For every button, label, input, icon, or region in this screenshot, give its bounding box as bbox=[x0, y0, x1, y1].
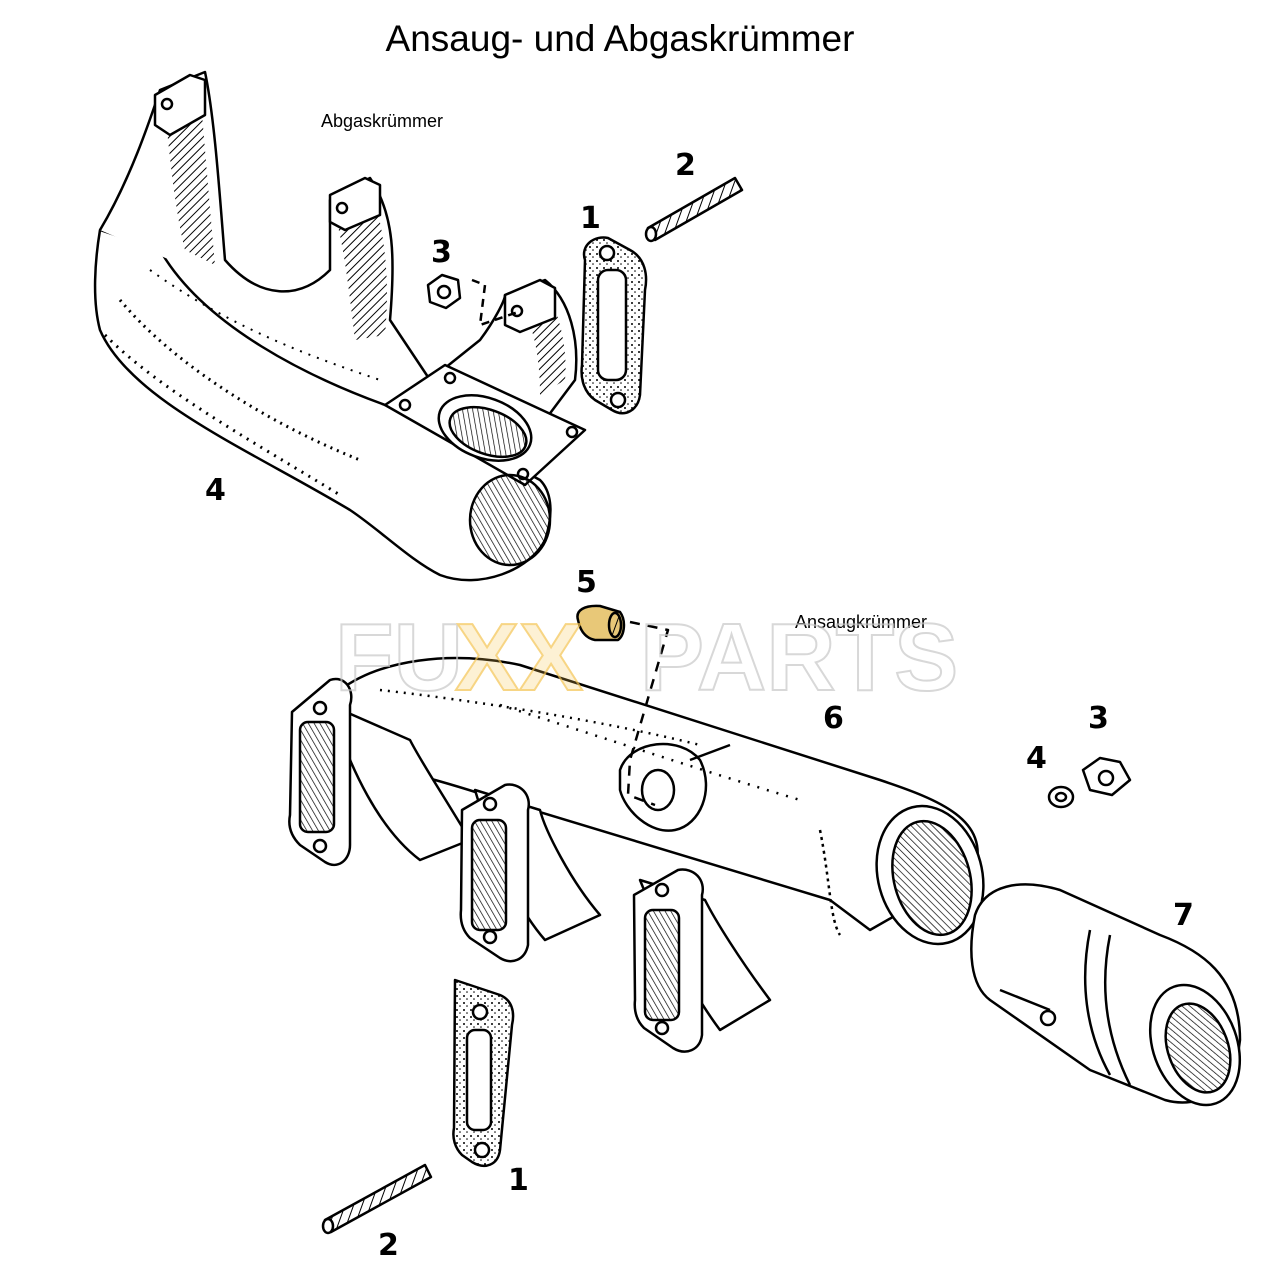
watermark-mid: XX bbox=[455, 604, 583, 711]
callout-intake-4: 4 bbox=[1026, 741, 1047, 776]
callout-intake-1: 1 bbox=[508, 1163, 529, 1198]
callout-exhaust-1: 1 bbox=[580, 201, 601, 236]
watermark-left: FU bbox=[335, 604, 463, 711]
callout-exhaust-3: 3 bbox=[431, 235, 452, 270]
watermark: FU XX PARTS bbox=[334, 603, 959, 712]
intake-manifold-label: Ansaugkrümmer bbox=[795, 612, 928, 632]
callout-intake-7: 7 bbox=[1173, 898, 1194, 933]
exhaust-small-parts bbox=[426, 176, 744, 415]
intake-manifold bbox=[288, 656, 985, 1053]
callout-intake-5: 5 bbox=[576, 565, 597, 600]
callout-intake-3: 3 bbox=[1088, 701, 1109, 736]
exhaust-manifold bbox=[93, 70, 587, 582]
watermark-right: PARTS bbox=[640, 604, 958, 711]
callout-intake-2: 2 bbox=[378, 1228, 399, 1263]
exhaust-manifold-label: Abgaskrümmer bbox=[321, 111, 444, 131]
callout-intake-6: 6 bbox=[823, 701, 844, 736]
diagram-title: Ansaug- und Abgaskrümmer bbox=[385, 18, 855, 59]
callout-exhaust-2: 2 bbox=[675, 148, 696, 183]
callout-exhaust-4: 4 bbox=[205, 473, 226, 508]
intake-small-parts bbox=[321, 604, 1242, 1235]
callout-numbers: 1 2 3 4 5 6 3 4 7 1 2 bbox=[205, 148, 1194, 1263]
